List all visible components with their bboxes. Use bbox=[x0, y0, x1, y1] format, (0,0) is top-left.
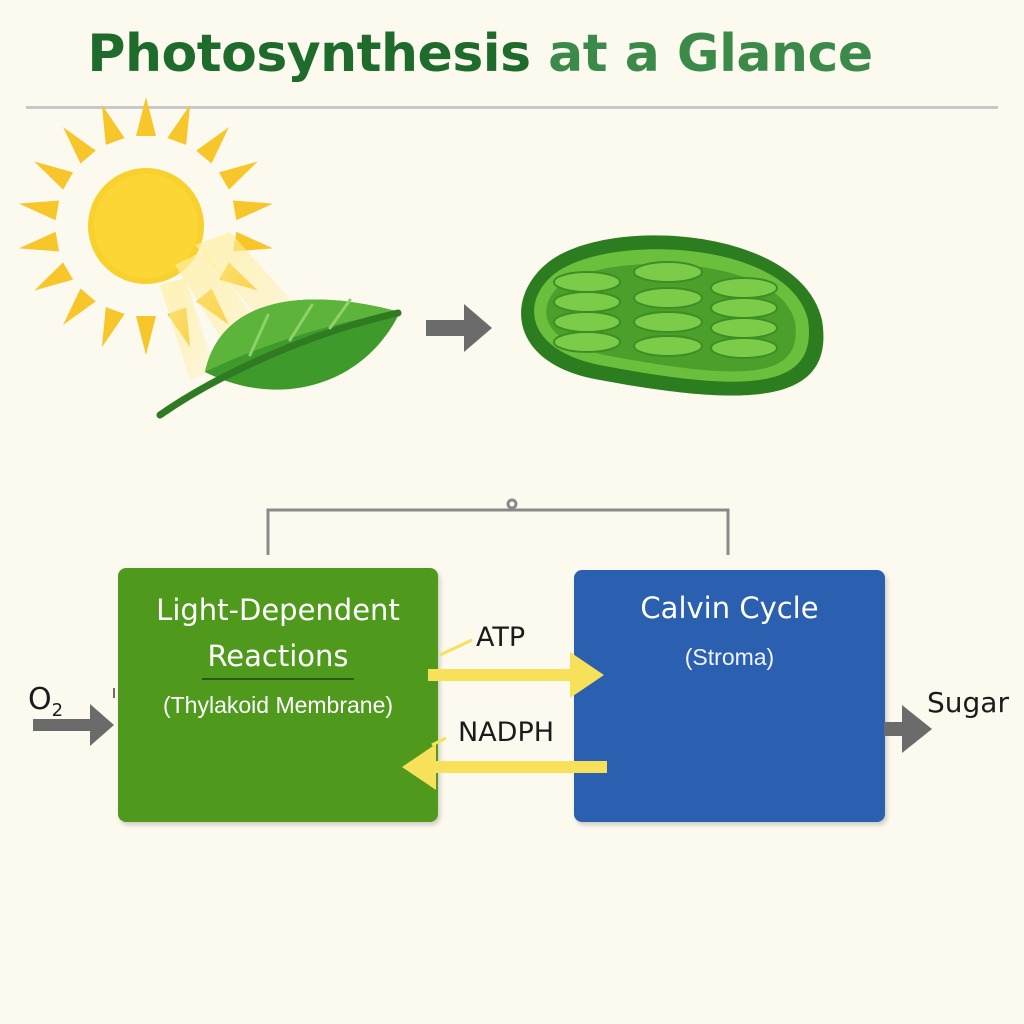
leaf-icon bbox=[156, 298, 402, 419]
oxygen-label: O2 bbox=[28, 682, 63, 721]
oxygen-symbol: O bbox=[28, 682, 52, 717]
title-part-1: Photosynthesis bbox=[87, 24, 531, 84]
title-divider bbox=[26, 106, 998, 109]
chloroplast-icon bbox=[521, 235, 824, 396]
calvin-cycle-box: Calvin Cycle (Stroma) bbox=[574, 570, 885, 822]
nadph-arrow bbox=[402, 736, 607, 790]
arrow-left-icon bbox=[33, 688, 115, 746]
light-reactions-location: (Thylakoid Membrane) bbox=[162, 692, 394, 718]
sugar-label: Sugar bbox=[927, 686, 1009, 719]
atp-label: ATP bbox=[476, 622, 526, 653]
light-dependent-reactions-box: Light-Dependent Reactions (Thylakoid Mem… bbox=[118, 568, 438, 822]
calvin-cycle-location: (Stroma) bbox=[684, 644, 775, 670]
oxygen-subscript: 2 bbox=[51, 700, 64, 721]
light-reactions-title-line1: Light-Dependent bbox=[156, 593, 400, 627]
light-reactions-title-line2: Reactions bbox=[207, 639, 349, 673]
page-title: Photosynthesis at a Glance bbox=[0, 24, 960, 84]
title-part-2: at a Glance bbox=[530, 24, 873, 84]
title-underline bbox=[202, 678, 354, 680]
cycle-connector bbox=[266, 498, 730, 555]
atp-arrow bbox=[428, 638, 604, 698]
sugar-output-arrow bbox=[884, 705, 932, 753]
calvin-cycle-title: Calvin Cycle bbox=[640, 591, 819, 625]
arrow-right-icon bbox=[426, 304, 492, 352]
nadph-label: NADPH bbox=[458, 717, 555, 748]
